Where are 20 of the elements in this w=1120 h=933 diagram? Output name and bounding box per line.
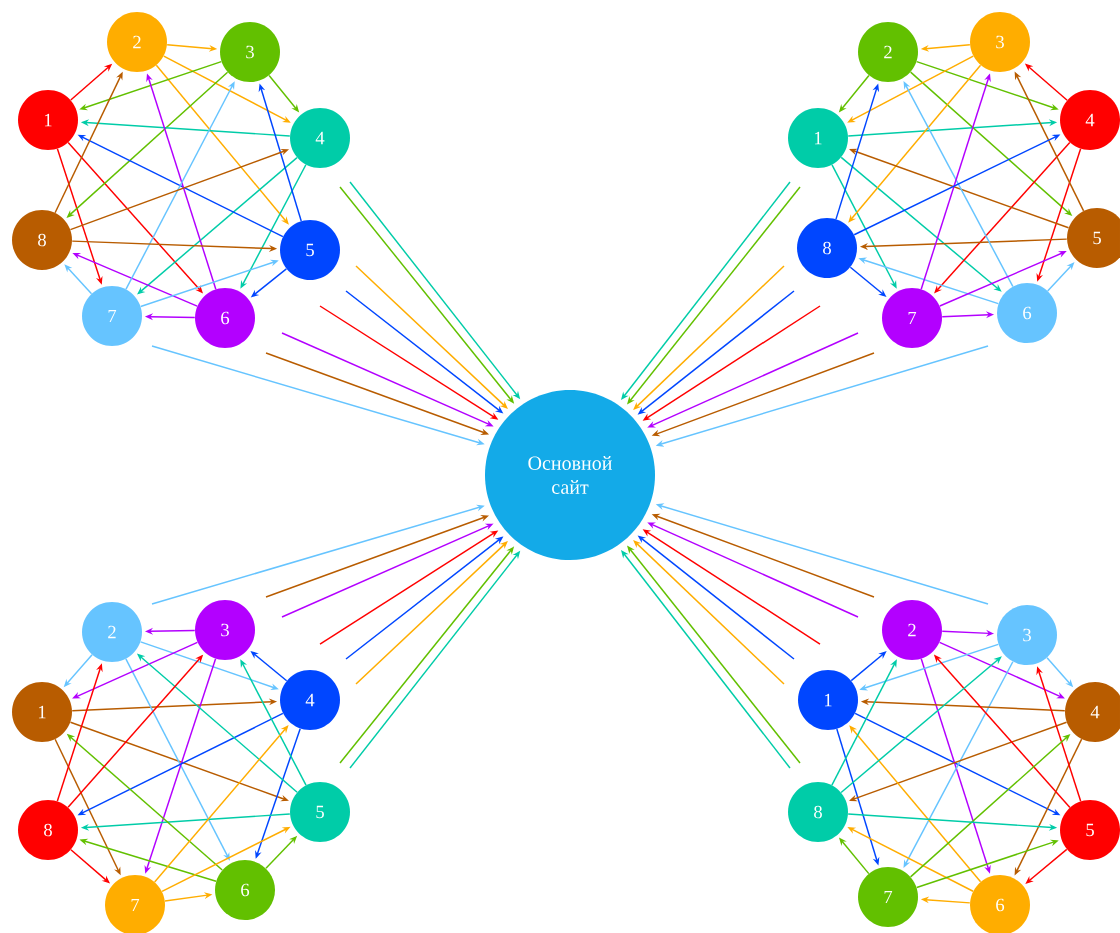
- link-arrow: [633, 265, 785, 410]
- link-arrow: [848, 64, 982, 223]
- link-arrow: [849, 725, 982, 883]
- link-arrow: [355, 541, 508, 685]
- link-arrow: [137, 156, 298, 295]
- link-arrow: [840, 656, 1002, 794]
- link-arrow: [849, 721, 1068, 802]
- link-arrow: [265, 515, 489, 598]
- link-arrow: [355, 265, 508, 409]
- link-arrow: [850, 651, 887, 682]
- link-arrow: [938, 641, 1065, 699]
- link-arrow: [903, 661, 1014, 868]
- link-arrow: [153, 725, 289, 883]
- link-arrow: [265, 352, 489, 435]
- link-arrow: [903, 81, 1014, 288]
- link-arrow: [69, 721, 289, 802]
- link-arrow: [633, 540, 785, 685]
- link-arrow: [1046, 262, 1075, 292]
- link-arrow: [64, 264, 93, 295]
- link-arrow: [840, 156, 1002, 292]
